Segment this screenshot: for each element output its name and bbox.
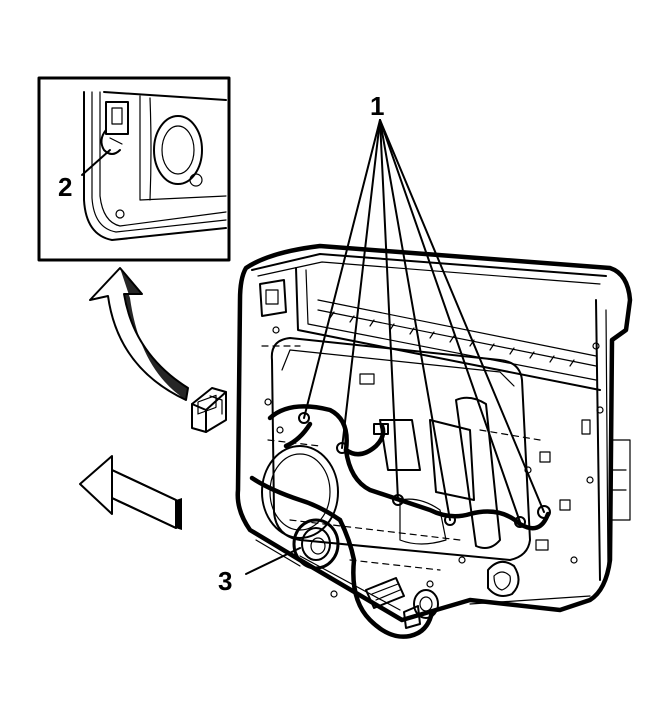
callout-3: 3 [218,566,232,596]
leader-lines-1 [303,119,545,523]
curved-arrow-icon [89,267,189,401]
detail-inset [37,76,231,262]
inset-switch-connector [100,101,129,155]
door-inner-panel [235,243,633,623]
harness-grommet [292,518,340,570]
harness-connector-cluster [365,577,439,629]
leader-line-2 [81,149,111,176]
direction-arrow-icon [79,455,182,530]
wiring-harness [249,404,551,639]
leader-line-3 [245,547,301,575]
window-switch-component [191,387,227,433]
callout-2: 2 [58,172,72,202]
callout-1: 1 [370,91,384,121]
